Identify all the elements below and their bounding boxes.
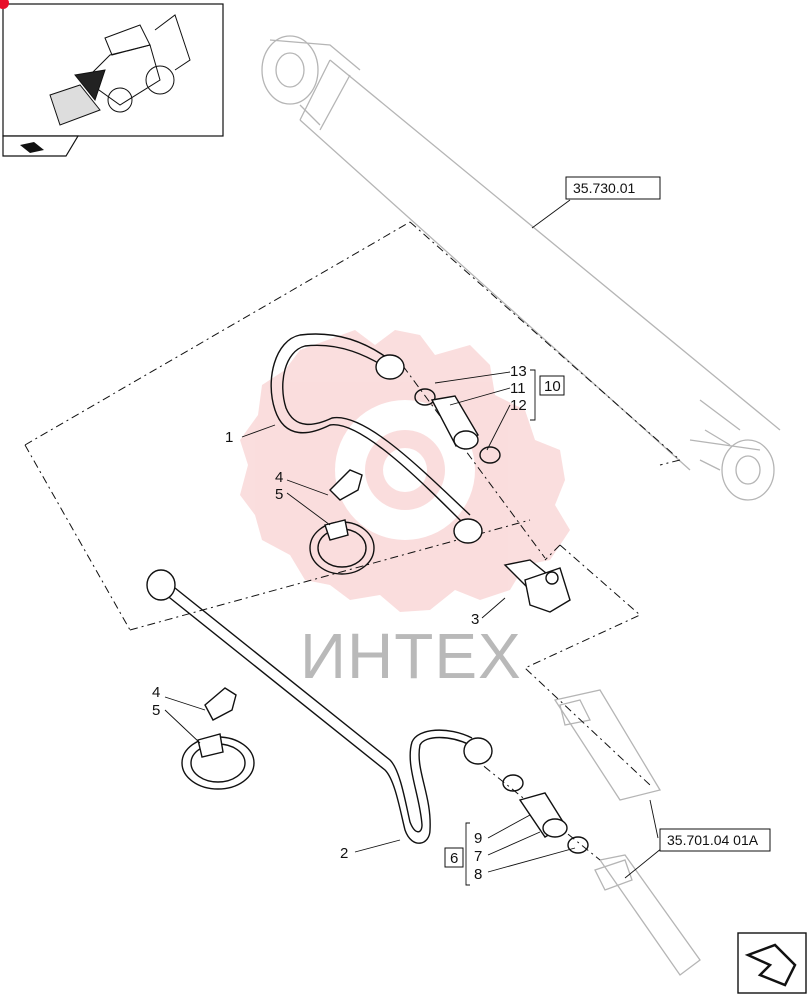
callout-9: 9 xyxy=(474,830,482,847)
callout-7: 7 xyxy=(474,848,482,865)
ref-cylinder-label: 35.730.01 xyxy=(573,180,635,196)
callout-10: 10 xyxy=(544,378,561,395)
backhoe-loader-icon xyxy=(49,14,191,126)
watermark-text: ИНТЕХ xyxy=(300,620,522,692)
leader-lines xyxy=(164,199,663,886)
tube-lower[interactable] xyxy=(146,569,493,844)
elbow-fitting[interactable] xyxy=(503,559,571,613)
callout-12: 12 xyxy=(510,397,527,414)
callout-4-upper: 4 xyxy=(275,469,283,486)
clip-lower[interactable] xyxy=(204,687,237,721)
next-page-button[interactable] xyxy=(737,932,807,994)
callout-4-lower: 4 xyxy=(152,684,160,701)
clamp-upper[interactable] xyxy=(309,519,375,575)
callout-5-lower: 5 xyxy=(152,702,160,719)
thumbnail-panel[interactable] xyxy=(0,0,224,157)
callout-11: 11 xyxy=(510,380,526,397)
watermark-emblem xyxy=(240,330,570,612)
callout-1: 1 xyxy=(225,429,233,446)
callout-3: 3 xyxy=(471,611,479,628)
kit-box-6 xyxy=(444,847,464,868)
callout-5-upper: 5 xyxy=(275,486,283,503)
callout-2: 2 xyxy=(340,845,348,862)
clamp-lower[interactable] xyxy=(181,733,255,790)
callout-13: 13 xyxy=(510,363,527,380)
corner-marker-icon xyxy=(0,0,9,9)
ref-cylinder[interactable]: 35.730.01 xyxy=(565,176,661,200)
callout-8: 8 xyxy=(474,866,482,883)
ref-hose-assembly[interactable]: 35.701.04 01A xyxy=(659,828,771,852)
hydraulic-cylinder xyxy=(261,35,781,976)
seal-kit-upper[interactable] xyxy=(414,388,501,464)
kit-box-10 xyxy=(539,375,565,396)
tube-upper[interactable] xyxy=(270,333,483,544)
callout-6: 6 xyxy=(450,850,458,867)
seal-kit-lower[interactable] xyxy=(502,774,589,854)
ref-hose-assembly-label: 35.701.04 01A xyxy=(667,832,759,848)
clip-upper[interactable] xyxy=(329,469,363,501)
next-page-arrow-icon xyxy=(744,943,797,987)
page-arrow-icon xyxy=(20,142,44,153)
